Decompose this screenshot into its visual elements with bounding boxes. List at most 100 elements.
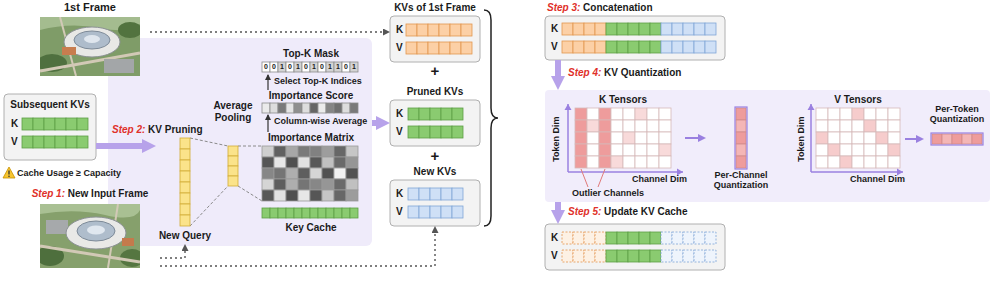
kv-cells (617, 41, 628, 53)
pooling-vector: Average Pooling (210, 100, 256, 188)
kv-cells (595, 232, 606, 244)
kv-cells (694, 250, 705, 262)
node-text: V (396, 206, 403, 218)
connector (372, 120, 383, 126)
quantization-panel (545, 90, 990, 202)
kv-cells (606, 41, 617, 53)
node-text: Step 3: Concatenation (547, 2, 653, 14)
pruning-panel (108, 38, 372, 246)
v-tensor (876, 120, 888, 132)
connector (267, 75, 268, 90)
kv-box-outline (545, 16, 725, 60)
pooled-vector (228, 176, 238, 186)
top-k-mask (342, 62, 350, 72)
aerial-photo (122, 238, 134, 246)
token-scales (932, 134, 982, 144)
importance-matrix (286, 190, 298, 201)
k-tensor (587, 108, 599, 120)
importance-matrix (262, 168, 274, 179)
kv-cells (639, 250, 650, 262)
mask-bit: 0 (318, 62, 326, 72)
axis-arrow (808, 104, 815, 110)
kv-cells (66, 136, 77, 148)
node-text: K (11, 118, 18, 130)
step-name: New Input Frame (65, 188, 148, 199)
connector (160, 244, 185, 258)
k-tensor (575, 108, 587, 120)
score-vector: Importance Score (262, 90, 360, 114)
token-scales (972, 134, 982, 144)
kv-cells (683, 232, 694, 244)
node-text: 1st Frame (30, 1, 150, 14)
kv-cells (705, 41, 716, 53)
kv-box: KVs of 1st FrameKV (390, 2, 480, 62)
kv-cells (452, 126, 463, 138)
importance-matrix (346, 179, 358, 190)
kv-cells (617, 232, 628, 244)
kv-cells (694, 232, 705, 244)
k-tensor (599, 132, 611, 144)
channel-scales (736, 144, 746, 156)
importance-matrix (262, 146, 274, 157)
key-cache-vector: Key Cache (262, 208, 360, 238)
aerial-photo (40, 204, 140, 268)
kv-cache-box: Subsequent KVsKV (4, 94, 96, 160)
leader-line (581, 169, 588, 187)
importance-score (310, 103, 318, 113)
channel-scales (736, 108, 746, 168)
v-tensor (852, 144, 864, 156)
kv-cells (562, 23, 573, 35)
importance-matrix (334, 168, 346, 179)
v-tensor (816, 108, 828, 120)
kv-cells (661, 250, 716, 262)
v-tensor (840, 120, 852, 132)
plus-sign: + (427, 148, 443, 164)
node-text: V (396, 126, 403, 138)
k-tensor (587, 132, 599, 144)
aerial-photo (74, 31, 110, 49)
step-tag: Step 4: (568, 67, 601, 78)
kv-cells (628, 232, 639, 244)
merge-brace (484, 10, 498, 226)
kv-box: Step 3: ConcatenationKV (545, 2, 725, 60)
k-tensor (623, 132, 635, 144)
kv-box-outline (390, 100, 480, 146)
kv-cells (661, 250, 672, 262)
node-text: Step 1: New Input Frame (20, 188, 160, 200)
kv-cells (562, 41, 606, 53)
kv-cells (573, 41, 584, 53)
k-tensor (599, 156, 611, 168)
v-tensor (852, 120, 864, 132)
step-name: Concatenation (580, 2, 652, 13)
importance-matrix (286, 168, 298, 179)
key-cache (286, 208, 294, 218)
key-cache (342, 208, 350, 218)
importance-matrix (310, 146, 322, 157)
importance-matrix (310, 179, 322, 190)
kv-cells (44, 118, 55, 130)
top-k-mask (318, 62, 326, 72)
step-tag: Step 3: (547, 2, 580, 13)
importance-matrix (262, 179, 274, 190)
query-vector (180, 138, 190, 226)
key-cache (310, 208, 318, 218)
node-text: K (551, 23, 558, 35)
k-tensor (623, 156, 635, 168)
k-tensor (635, 132, 647, 144)
quantization-vector: Per-Channel Quantization (706, 104, 776, 194)
kv-cells (672, 41, 683, 53)
kv-cells (406, 24, 472, 36)
kv-cells (694, 41, 705, 53)
k-tensor (599, 144, 611, 156)
v-tensor (840, 108, 852, 120)
kv-cells (573, 23, 584, 35)
kv-cells (661, 23, 672, 35)
node-text: K (396, 188, 403, 200)
kv-cells (408, 108, 419, 120)
v-tensor (864, 120, 876, 132)
connector (267, 115, 268, 132)
kv-box-outline (390, 180, 480, 226)
kv-box: KV (545, 224, 725, 270)
importance-matrix (322, 157, 334, 168)
k-tensor (611, 156, 623, 168)
